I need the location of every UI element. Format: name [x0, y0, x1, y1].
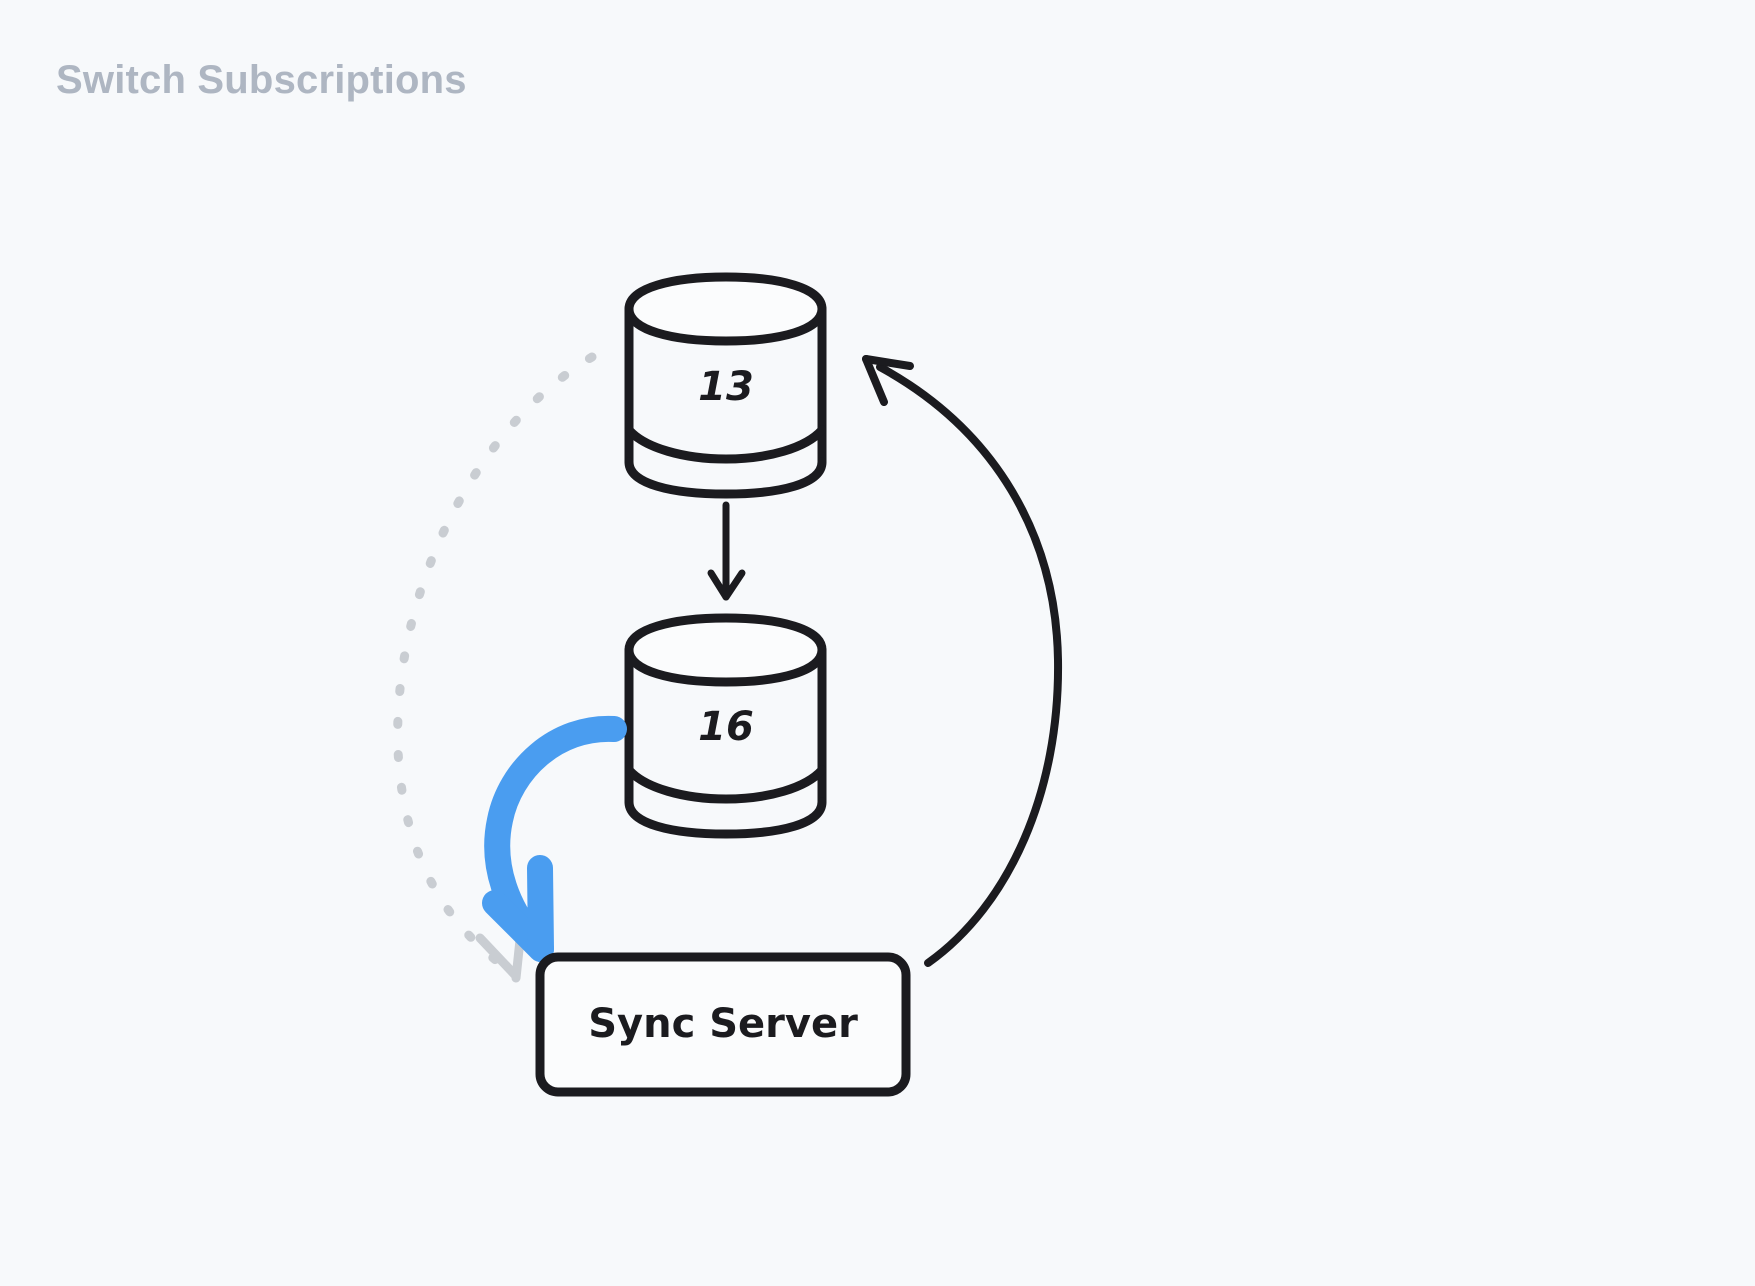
cylinder-bottom-curve — [624, 457, 827, 499]
arrow-sync-server-to-db13 — [862, 355, 1063, 967]
dashed-arrowhead-right — [511, 935, 525, 983]
database-cylinder-13[interactable]: 13 — [624, 272, 827, 499]
dashed-arrow-db13-to-sync-server — [393, 352, 597, 983]
straight-arrowhead-right — [722, 569, 746, 601]
sync-server-rect — [535, 952, 911, 1097]
page-title: Switch Subscriptions — [56, 58, 467, 102]
cylinder-top-ellipse — [624, 613, 827, 687]
sync-server-label: Sync Server — [588, 1001, 858, 1047]
dashed-arrowhead-left — [475, 933, 521, 981]
curved-arrowhead-upper — [862, 355, 914, 370]
database-cylinder-16[interactable]: 16 — [624, 613, 827, 839]
cylinder-mid-curve — [624, 765, 827, 804]
dashed-arrow-path — [393, 352, 597, 977]
straight-arrowhead-left — [707, 569, 730, 601]
cylinder-bottom-curve — [624, 797, 827, 839]
highlight-arrowhead-right — [527, 855, 554, 962]
highlight-arrow-db16-to-sync-server — [482, 715, 627, 962]
cylinder-13-label: 13 — [698, 364, 754, 410]
sync-server-box[interactable]: Sync Server — [535, 952, 911, 1097]
arrow-db13-to-db16 — [707, 501, 746, 601]
cylinder-top-ellipse — [624, 272, 827, 346]
cylinder-16-label: 16 — [698, 704, 754, 750]
curved-arrowhead-lower — [862, 355, 888, 406]
curved-arrow-path — [876, 363, 1063, 967]
cylinder-mid-curve — [624, 425, 827, 464]
